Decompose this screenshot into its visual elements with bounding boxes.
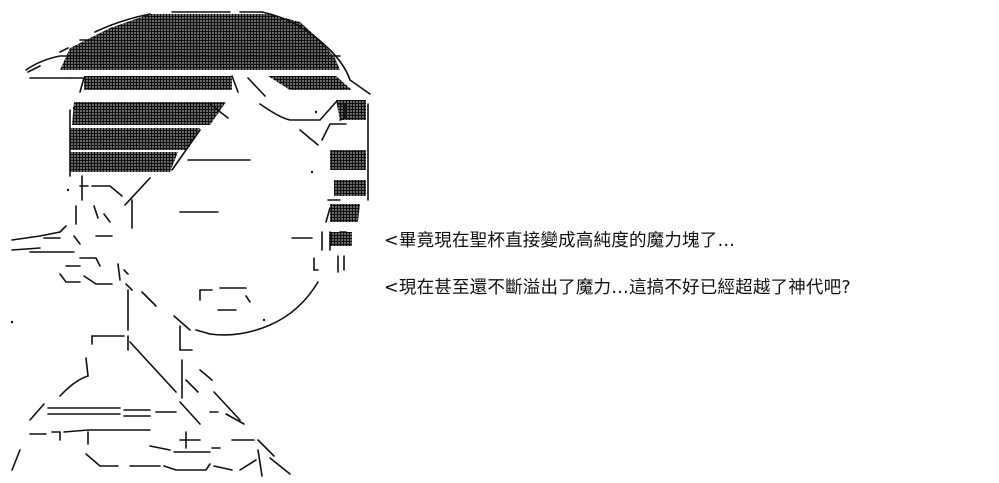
- shirt: [11, 401, 291, 477]
- small-marks: [10, 106, 318, 324]
- neck-collar: [29, 289, 241, 421]
- ear-and-sidehair: [11, 225, 157, 307]
- face: [75, 199, 347, 336]
- ascii-art-character: [10, 11, 371, 477]
- hair-outline: [25, 11, 371, 206]
- dialogue-line-1: <畢竟現在聖杯直接變成高純度的魔力塊了…: [384, 231, 736, 251]
- dialogue-line-2: <現在甚至還不斷溢出了魔力…這搞不好已經超越了神代吧?: [384, 278, 851, 298]
